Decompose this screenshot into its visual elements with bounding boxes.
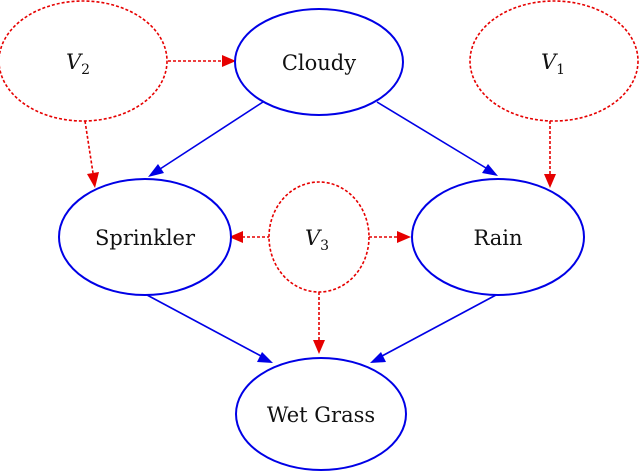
edge-cloudy-to-sprinkler — [159, 101, 264, 170]
edge-rain-to-wet-grass — [381, 294, 497, 357]
arrowhead-rain-to-wet-grass — [370, 352, 386, 363]
v1-symbol: V — [541, 50, 558, 74]
v3-subscript: 3 — [320, 238, 329, 254]
edges — [84, 55, 556, 363]
cloudy-label: Cloudy — [282, 51, 356, 75]
v1-ellipse — [469, 0, 639, 122]
arrowhead-v3-to-wet-grass — [313, 340, 325, 354]
edge-sprinkler-to-wet-grass — [146, 294, 262, 357]
latent-node-v2[interactable]: V2 — [0, 0, 168, 122]
node-rain[interactable]: Rain — [411, 178, 585, 296]
arrowhead-v3-to-rain — [397, 231, 411, 243]
v3-symbol: V — [305, 226, 322, 250]
v3-ellipse — [268, 181, 370, 293]
v2-symbol: V — [66, 50, 83, 74]
v2-ellipse — [0, 0, 168, 122]
v3-label: V3 — [305, 226, 329, 254]
v2-subscript: 2 — [81, 62, 90, 78]
wet-grass-label: Wet Grass — [267, 403, 375, 427]
node-cloudy[interactable]: Cloudy — [234, 8, 404, 116]
v2-label: V2 — [66, 50, 90, 78]
arrowhead-cloudy-to-sprinkler — [148, 164, 164, 177]
latent-node-v3[interactable]: V3 — [268, 181, 370, 293]
edge-v2-to-sprinkler — [84, 120, 94, 174]
latent-node-v1[interactable]: V1 — [469, 0, 639, 122]
arrowhead-cloudy-to-rain — [482, 164, 498, 176]
arrowhead-v3-to-sprinkler — [229, 231, 243, 243]
arrowhead-v2-to-sprinkler — [87, 172, 99, 188]
rain-ellipse — [411, 178, 585, 296]
wet-grass-ellipse — [235, 357, 407, 471]
sprinkler-label: Sprinkler — [95, 226, 196, 250]
sprinkler-ellipse — [58, 178, 232, 296]
arrowhead-v1-to-rain — [544, 174, 556, 188]
node-wet-grass[interactable]: Wet Grass — [235, 357, 407, 471]
edge-cloudy-to-rain — [376, 101, 487, 169]
arrowhead-v2-to-cloudy — [222, 55, 236, 67]
v1-subscript: 1 — [556, 62, 565, 78]
v1-label: V1 — [541, 50, 565, 78]
rain-label: Rain — [473, 226, 522, 250]
cloudy-ellipse — [234, 8, 404, 116]
node-sprinkler[interactable]: Sprinkler — [58, 178, 232, 296]
arrowhead-sprinkler-to-wet-grass — [257, 352, 273, 363]
